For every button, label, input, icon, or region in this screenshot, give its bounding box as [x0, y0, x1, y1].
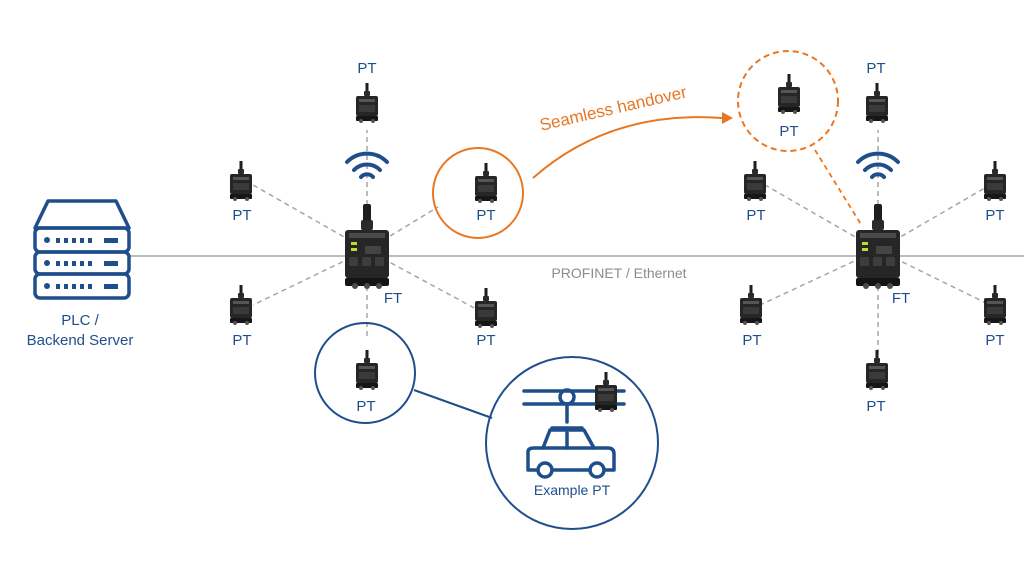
example-pt-label: Example PT	[533, 482, 611, 498]
pt-label: PT	[356, 398, 376, 415]
handover-link	[814, 149, 863, 227]
pt-label: PT	[742, 332, 762, 349]
pt-label: PT	[476, 207, 496, 224]
pt-device	[475, 288, 497, 328]
pt-label: PT	[232, 207, 252, 224]
handover-target-circle	[737, 50, 839, 152]
example-connector	[413, 389, 493, 419]
pt-device	[356, 83, 378, 123]
right-ft-device	[856, 204, 900, 289]
pt-device	[230, 161, 252, 201]
pt-device	[866, 350, 888, 390]
ft-label-left: FT	[383, 290, 403, 307]
handover-source-circle	[432, 147, 524, 239]
server-label: PLC / Backend Server	[27, 311, 134, 351]
pt-device	[230, 285, 252, 325]
pt-device	[984, 161, 1006, 201]
pt-device	[984, 285, 1006, 325]
pt-label: PT	[476, 332, 496, 349]
pt-label: PT	[866, 398, 886, 415]
server-rack-icon	[33, 199, 131, 300]
pt-device	[475, 163, 497, 203]
server-label-line1: PLC /	[61, 312, 99, 329]
pt-label: PT	[357, 60, 377, 77]
handover-arrow	[532, 116, 723, 179]
pt-label: PT	[985, 332, 1005, 349]
network-label: PROFINET / Ethernet	[551, 265, 687, 281]
example-pt-circle-small	[314, 322, 416, 424]
example-pt-circle-large	[485, 356, 659, 530]
pt-label: PT	[232, 332, 252, 349]
pt-device	[778, 74, 800, 114]
ft-label-right: FT	[891, 290, 911, 307]
server-label-line2: Backend Server	[26, 332, 134, 349]
pt-label: PT	[779, 123, 799, 140]
pt-device	[356, 350, 378, 390]
pt-device	[740, 285, 762, 325]
pt-device	[595, 372, 617, 412]
pt-device	[866, 83, 888, 123]
pt-label: PT	[866, 60, 886, 77]
pt-label: PT	[985, 207, 1005, 224]
handover-arrowhead	[722, 112, 733, 124]
pt-label: PT	[746, 207, 766, 224]
left-ft-device	[345, 204, 389, 289]
pt-device	[744, 161, 766, 201]
